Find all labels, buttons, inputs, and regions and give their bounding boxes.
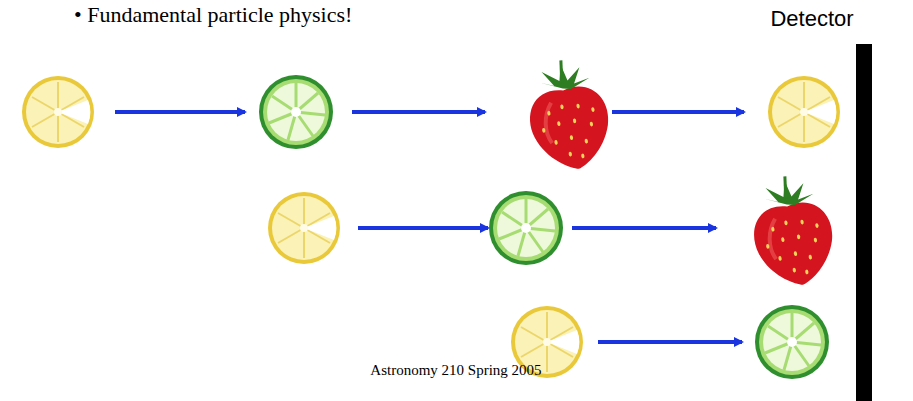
footer-course: Astronomy 210 Spring 2005 xyxy=(370,362,541,379)
detector-bar xyxy=(856,44,872,401)
bullet-heading: • Fundamental particle physics! xyxy=(74,2,352,28)
detector-label: Detector xyxy=(770,6,853,32)
flow-arrows xyxy=(115,112,744,342)
